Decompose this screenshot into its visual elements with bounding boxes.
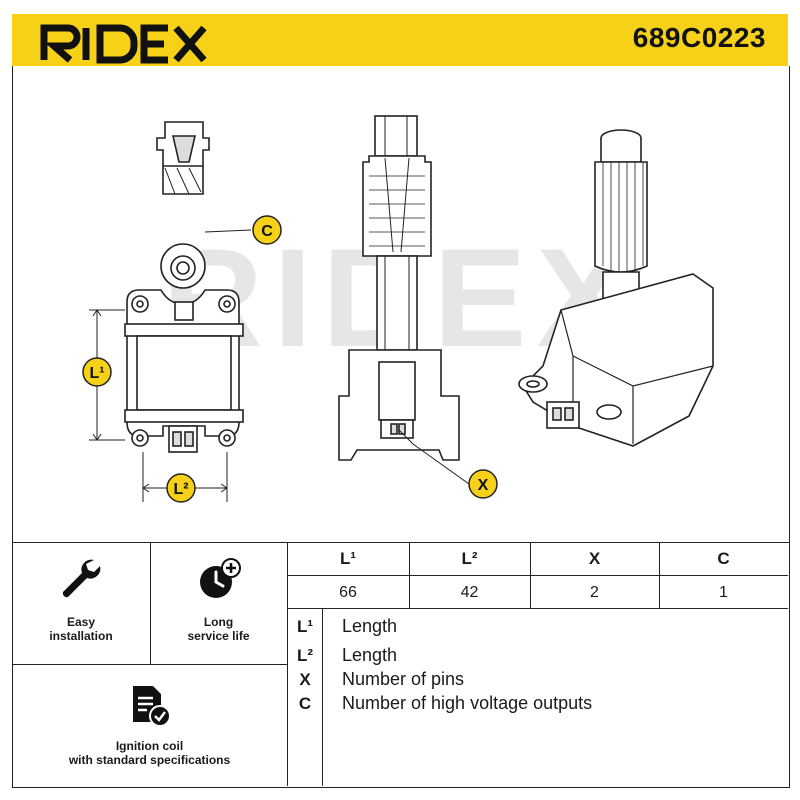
legend-key: X (299, 670, 311, 689)
svg-text:L²: L² (173, 481, 188, 498)
legend-divider (322, 608, 323, 786)
col-divider (409, 542, 410, 608)
feature-label: Easy (66, 615, 96, 629)
part-number: 689C0223 (632, 22, 766, 53)
spec-header-c: C (717, 549, 730, 568)
document-check-icon (132, 686, 171, 727)
feature-easy-installation: Easy installation (12, 556, 150, 643)
spec-value-c: 1 (719, 584, 728, 601)
callout-l1: L¹ (82, 357, 112, 387)
svg-text:L¹: L¹ (89, 365, 104, 382)
feature-label: installation (49, 629, 113, 643)
spec-value-l1: 66 (339, 584, 357, 601)
spec-header-l1: L¹ (339, 549, 357, 568)
col-divider (530, 542, 531, 608)
legend-key: L² (296, 646, 314, 665)
legend-text: Length (342, 616, 398, 636)
spec-value-x: 2 (590, 584, 599, 601)
callout-x: X (468, 469, 498, 499)
spec-header-l2: L² (461, 549, 478, 568)
feature-label: service life (187, 629, 250, 643)
technical-drawing: RIDEX (12, 66, 790, 542)
spec-header-x: X (588, 549, 601, 568)
legend-key: C (298, 694, 312, 713)
feature-label: Ignition coil (115, 739, 184, 753)
callout-c: C (252, 215, 282, 245)
coil-front-view (124, 243, 244, 453)
clock-plus-icon (199, 558, 241, 598)
wrench-icon (62, 559, 101, 598)
legend-text: Length (342, 645, 398, 665)
coil-iso-view (518, 129, 714, 447)
feature-row-divider (12, 664, 287, 665)
legend-key: L¹ (296, 617, 314, 636)
col-divider (659, 542, 660, 608)
svg-text:X: X (478, 477, 489, 494)
spec-value-l2: 42 (460, 584, 479, 601)
legend-text: Number of pins (342, 669, 465, 689)
values-row-divider (287, 608, 788, 609)
header-band: 689C0223 (12, 14, 788, 66)
feature-standard-specs: Ignition coil with standard specificatio… (12, 682, 287, 767)
svg-text:C: C (261, 223, 273, 240)
feature-label: with standard specifications (68, 753, 231, 767)
table-divider (287, 542, 288, 786)
connector-detail (156, 121, 210, 195)
feature-long-service-life: Long service life (150, 556, 287, 643)
legend-text: Number of high voltage outputs (342, 693, 593, 713)
feature-label: Long (203, 615, 234, 629)
coil-side-view (338, 115, 460, 461)
feature-divider (150, 542, 151, 664)
ridex-logo (40, 24, 207, 64)
header-row-divider (287, 575, 788, 576)
drawing-canvas: RIDEX (82, 115, 714, 503)
info-panel (12, 542, 790, 788)
callout-l2: L² (166, 473, 196, 503)
